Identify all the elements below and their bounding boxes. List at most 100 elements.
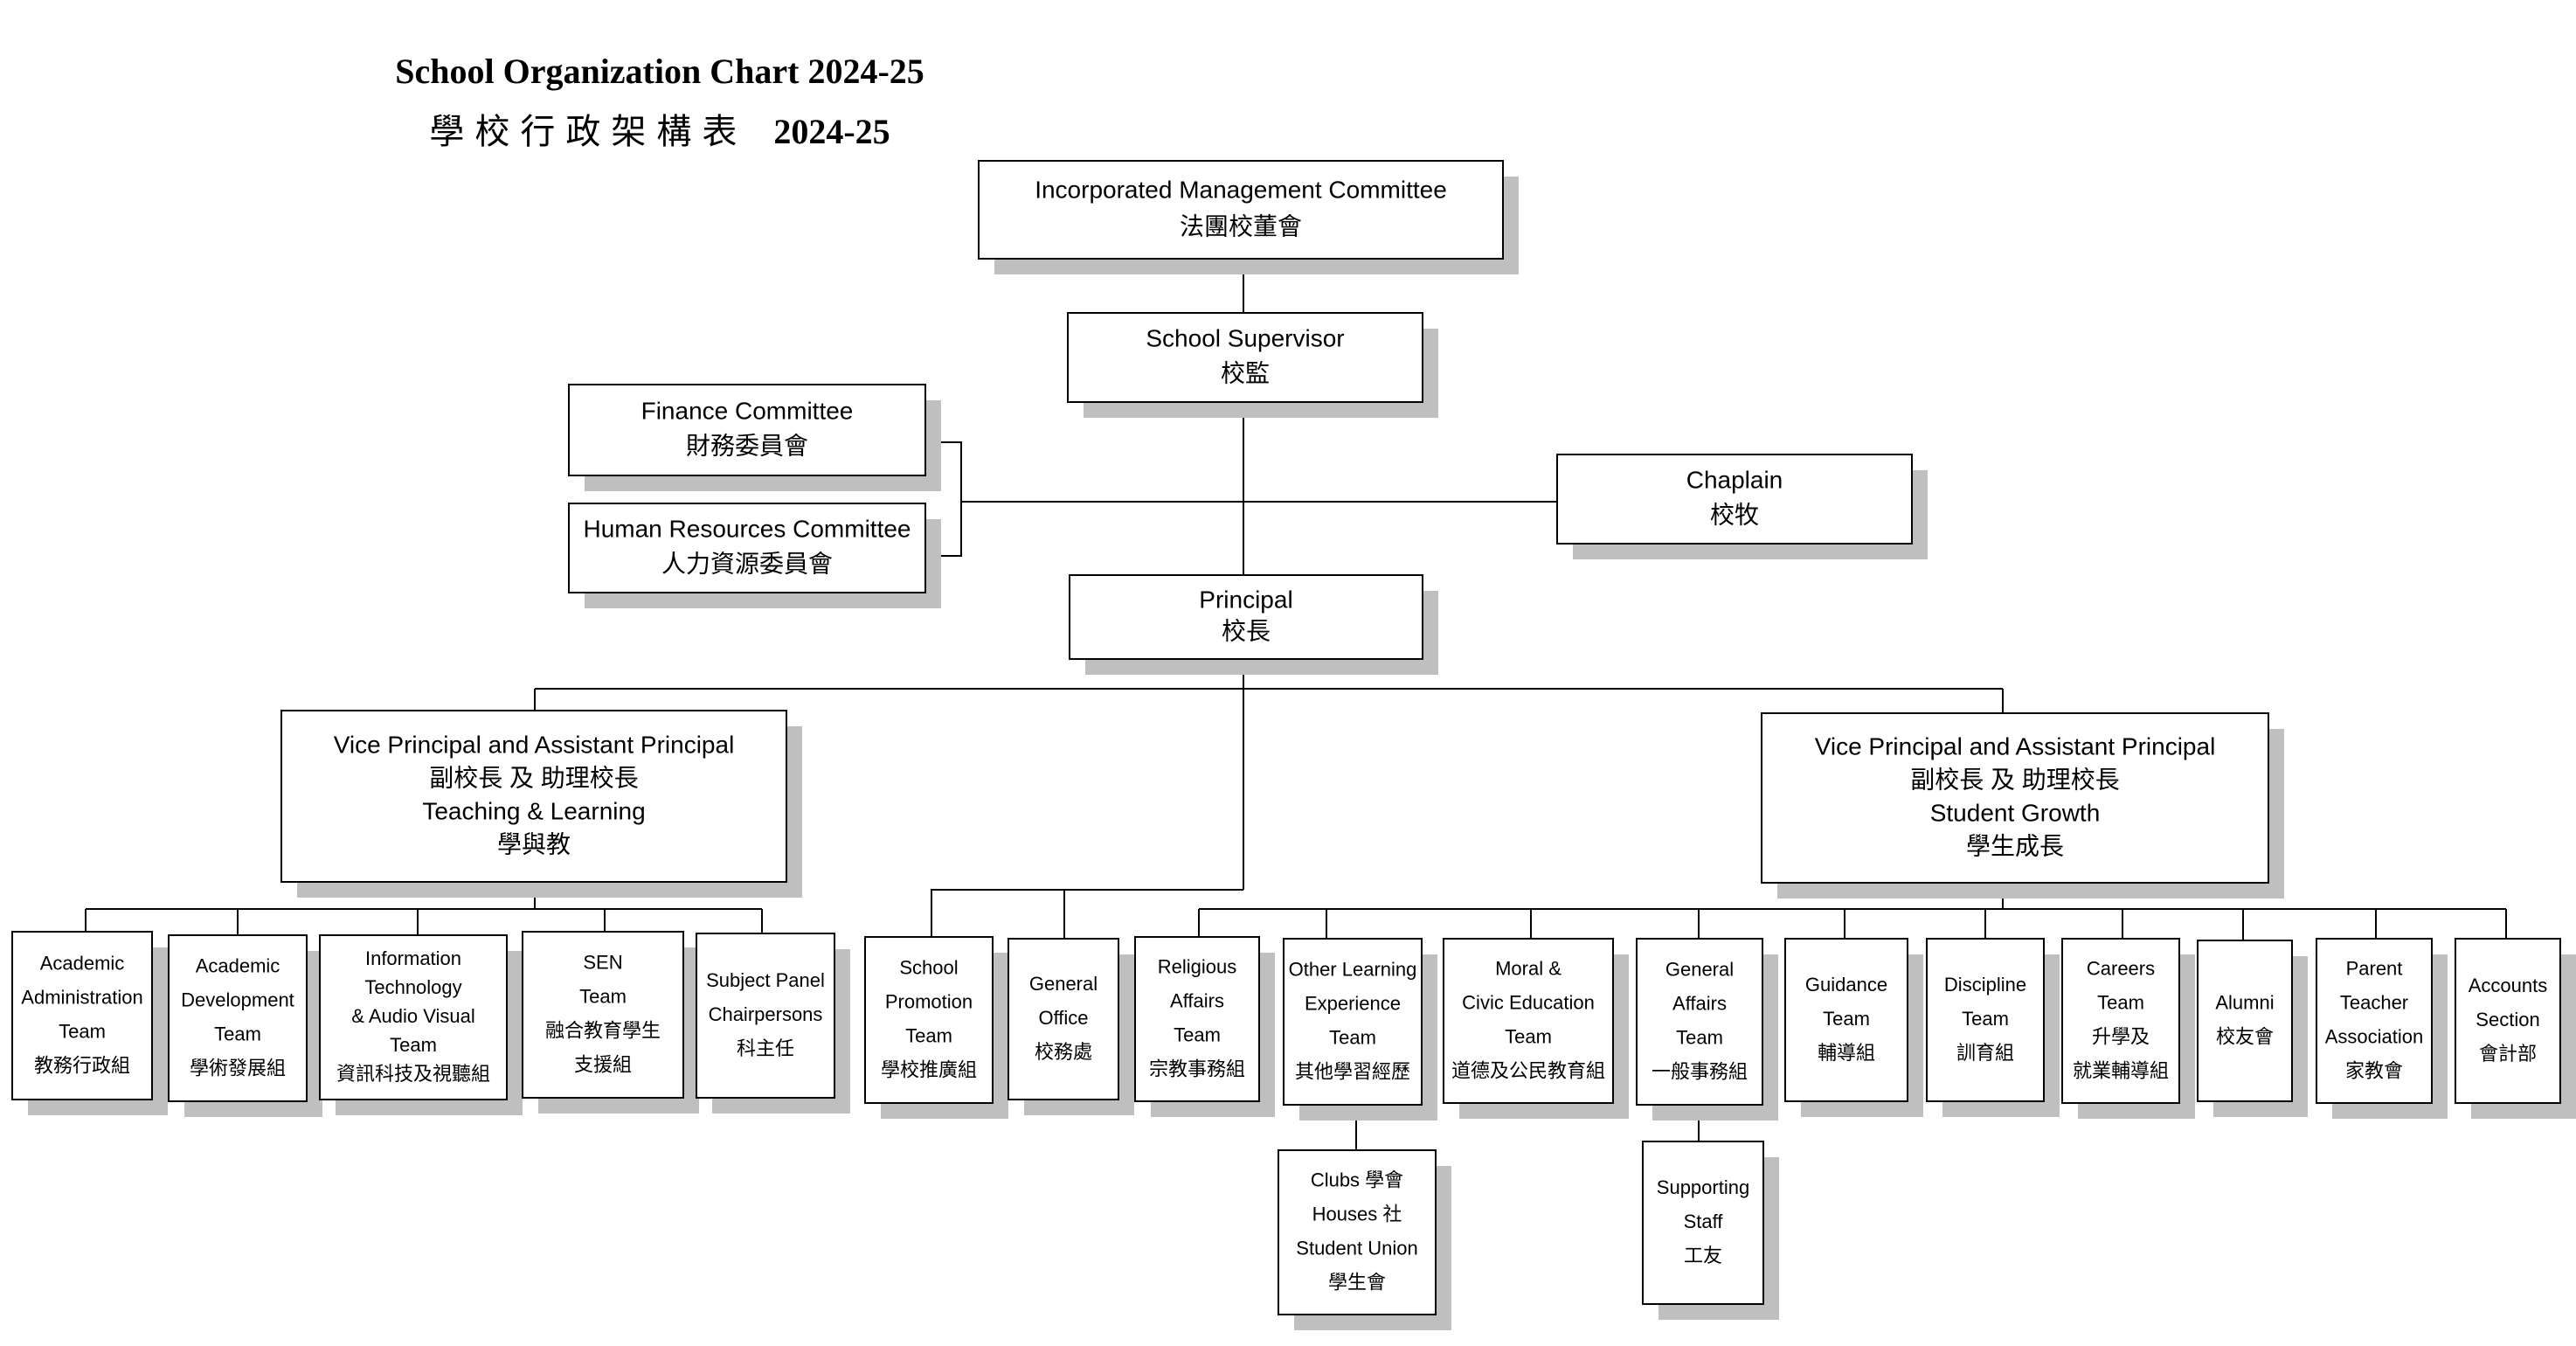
box-frame xyxy=(2061,938,2180,1104)
box-label-line: Team xyxy=(1962,1008,2009,1030)
box-label-line: Vice Principal and Assistant Principal xyxy=(334,731,735,758)
box-label-line: Office xyxy=(1038,1007,1088,1029)
box-label-line: Chaplain xyxy=(1686,466,1783,493)
box-label-line: Team xyxy=(390,1034,437,1056)
box-label-line: General xyxy=(1665,958,1734,980)
box-label-line: 校監 xyxy=(1221,359,1270,386)
box-frame xyxy=(1278,1149,1437,1315)
chart-title-chinese-row: 學校行政架構表 2024-25 xyxy=(0,103,1319,154)
box-label-line: 校友會 xyxy=(2216,1025,2274,1047)
box-label-line: Civic Education xyxy=(1462,991,1595,1013)
box-label-line: Religious xyxy=(1158,955,1237,977)
box-label-line: Promotion xyxy=(885,990,973,1012)
box-frame xyxy=(11,931,153,1100)
box-label-line: Chairpersons xyxy=(709,1003,823,1025)
box-label-line: 支援組 xyxy=(574,1053,632,1075)
box-label-line: Teacher xyxy=(2340,991,2408,1013)
box-label-line: School xyxy=(899,956,958,978)
box-label-line: Teaching & Learning xyxy=(422,797,645,824)
org-box-alumni: Alumni 校友會 xyxy=(2197,940,2293,1102)
org-box-vp-left: Vice Principal and Assistant Principal 副校… xyxy=(280,710,787,883)
box-label-line: Affairs xyxy=(1170,989,1224,1011)
box-frame xyxy=(319,934,508,1100)
box-frame xyxy=(568,384,926,476)
box-label-line: Team xyxy=(905,1024,952,1046)
box-label-line: 融合教育學生 xyxy=(545,1019,661,1041)
box-label-line: Discipline xyxy=(1944,974,2026,996)
box-label-line: SEN xyxy=(583,951,622,973)
box-label-line: Experience xyxy=(1305,992,1401,1014)
box-label-line: 宗教事務組 xyxy=(1149,1058,1245,1079)
box-frame xyxy=(1443,938,1614,1104)
box-label-line: Supporting xyxy=(1657,1176,1749,1198)
box-label-line: Finance Committee xyxy=(641,397,854,424)
box-label-line: Incorporated Management Committee xyxy=(1035,176,1447,203)
box-label-line: Subject Panel xyxy=(706,969,825,991)
box-frame xyxy=(1283,938,1423,1106)
box-label-line: Alumni xyxy=(2215,991,2274,1013)
box-frame xyxy=(1134,936,1260,1102)
box-label-line: 科主任 xyxy=(737,1037,794,1059)
box-label-line: Human Resources Committee xyxy=(583,515,911,542)
box-label-line: Accounts xyxy=(2469,975,2548,996)
box-label-line: Guidance xyxy=(1805,974,1887,996)
box-frame xyxy=(978,160,1504,260)
box-label-line: Academic xyxy=(40,952,125,974)
box-label-line: 財務委員會 xyxy=(686,432,808,459)
box-label-line: School Supervisor xyxy=(1146,324,1344,351)
box-label-line: Team xyxy=(579,985,627,1007)
box-label-line: 副校長 及 助理校長 xyxy=(429,764,639,791)
box-label-line: 資訊科技及視聽組 xyxy=(336,1063,490,1085)
box-label-line: Team xyxy=(59,1020,106,1042)
box-label-line: 教務行政組 xyxy=(34,1054,130,1076)
box-frame xyxy=(1008,938,1119,1100)
box-label-line: Affairs xyxy=(1672,992,1727,1014)
box-label-line: Team xyxy=(1174,1023,1221,1045)
org-box-supervisor: School Supervisor 校監 xyxy=(1067,312,1423,403)
box-frame xyxy=(1069,574,1423,660)
box-frame xyxy=(168,934,308,1102)
box-frame xyxy=(2316,938,2433,1104)
org-box-vp-right: Vice Principal and Assistant Principal副校… xyxy=(1761,712,2269,884)
box-label-line: 訓育組 xyxy=(1956,1042,2014,1064)
box-label-line: 學生會 xyxy=(1328,1271,1386,1293)
box-label-line: 校長 xyxy=(1222,617,1271,644)
box-label-line: Administration xyxy=(21,986,142,1008)
box-label-line: 法團校董會 xyxy=(1180,212,1302,239)
connector-line xyxy=(931,889,1243,937)
box-label-line: Development xyxy=(181,989,294,1010)
box-frame xyxy=(568,503,926,593)
chart-title-english: School Organization Chart 2024-25 xyxy=(395,52,924,91)
box-label-line: 工友 xyxy=(1684,1245,1722,1266)
box-label-line: Careers xyxy=(2087,957,2155,979)
box-frame xyxy=(1067,312,1423,403)
box-label-line: Vice Principal and Assistant Principal xyxy=(1815,732,2216,760)
connector-lines xyxy=(85,259,2507,1150)
box-label-line: Principal xyxy=(1199,586,1292,613)
box-label-line: 學校推廣組 xyxy=(881,1058,977,1080)
box-frame xyxy=(1926,938,2045,1102)
box-frame xyxy=(2197,940,2293,1102)
box-label-line: Parent xyxy=(2346,957,2403,979)
box-label-line: Student Union xyxy=(1296,1237,1417,1259)
box-frame xyxy=(522,931,684,1099)
chart-title-chinese: 學校行政架構表 xyxy=(429,112,748,151)
org-box-imc: Incorporated Management Committee 法團校董會 xyxy=(978,160,1504,260)
box-frame xyxy=(864,936,994,1104)
box-frame xyxy=(1761,712,2269,884)
box-frame xyxy=(1556,454,1913,545)
